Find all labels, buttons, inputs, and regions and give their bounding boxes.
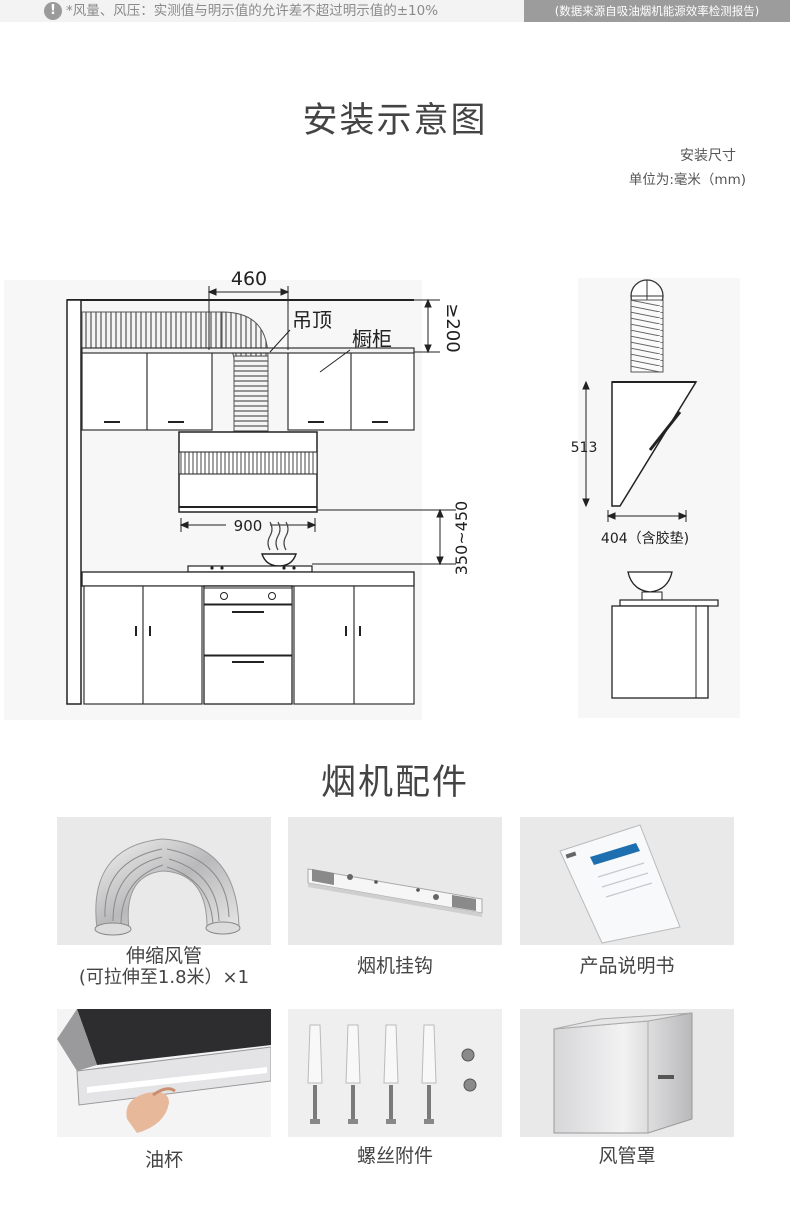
steam-lines bbox=[267, 521, 289, 551]
dim-900 bbox=[179, 518, 317, 532]
dim-200 bbox=[414, 298, 440, 354]
dim-513 bbox=[582, 380, 590, 508]
range-hood bbox=[178, 431, 318, 513]
install-title: 安装示意图 bbox=[302, 101, 488, 141]
accessory-card-duct bbox=[57, 817, 271, 945]
manual-image bbox=[559, 824, 681, 944]
flexible-duct-image bbox=[94, 838, 241, 936]
dim-404-label: 404（含胶垫) bbox=[601, 530, 689, 547]
lower-cabinets bbox=[83, 585, 415, 705]
left-wall bbox=[66, 299, 82, 705]
dim-200-label: ≥200 bbox=[442, 303, 463, 352]
duct-cover-image bbox=[553, 1012, 693, 1134]
ceiling-label: 吊顶 bbox=[292, 308, 332, 332]
vertical-duct bbox=[233, 355, 269, 433]
accessory-card-hanger bbox=[288, 817, 502, 945]
notice-bar: ! *风量、风压：实测值与明示值的允许差不超过明示值的±10% (数据来源自吸油… bbox=[0, 0, 790, 22]
dim-350-450 bbox=[312, 508, 456, 566]
size-unit: 单位为:毫米（mm) bbox=[628, 172, 746, 188]
dim-404 bbox=[606, 510, 688, 522]
upper-cabinets bbox=[81, 347, 415, 431]
countertop bbox=[81, 571, 415, 587]
side-view-hood bbox=[611, 279, 698, 507]
oven bbox=[203, 585, 293, 705]
dim-460 bbox=[207, 286, 290, 350]
dim-900-label: 900 bbox=[234, 517, 263, 535]
stove-knobs bbox=[210, 566, 296, 570]
hanger-bracket-image bbox=[307, 868, 483, 917]
accessory-card-manual bbox=[520, 817, 734, 945]
size-title: 安装尺寸 bbox=[680, 148, 736, 164]
ceiling-leader bbox=[269, 329, 291, 353]
side-view-cabinet bbox=[611, 571, 719, 699]
accessory-name-duct: 伸缩风管 bbox=[125, 945, 202, 967]
accessory-card-oil-cup bbox=[57, 1009, 271, 1137]
dim-513-label: 513 bbox=[571, 440, 598, 456]
notice-source: (数据来源自吸油烟机能源效率检测报告) bbox=[524, 0, 790, 22]
dim-350-450-label: 350~450 bbox=[452, 501, 471, 575]
oil-cup-image bbox=[57, 1009, 271, 1133]
accessory-name-hanger: 烟机挂钩 bbox=[356, 955, 433, 977]
dim-460-label: 460 bbox=[231, 268, 267, 290]
accessory-name-duct-cover: 风管罩 bbox=[598, 1145, 656, 1167]
install-diagram-svg: 460 吊顶 橱柜 ≥200 900 bbox=[4, 268, 740, 720]
notice-text: *风量、风压：实测值与明示值的允许差不超过明示值的±10% bbox=[66, 3, 439, 19]
install-diagram: 460 吊顶 橱柜 ≥200 900 bbox=[0, 262, 790, 732]
accessory-name-oil-cup: 油杯 bbox=[144, 1149, 183, 1171]
accessory-note-duct: (可拉伸至1.8米）×1 bbox=[78, 967, 250, 988]
accessory-card-screws bbox=[288, 1009, 502, 1137]
exclamation-icon: ! bbox=[44, 2, 62, 20]
accessory-name-screws: 螺丝附件 bbox=[356, 1145, 433, 1167]
anchor-plugs bbox=[307, 1024, 437, 1124]
screws-image bbox=[307, 1024, 477, 1124]
cabinet-leader bbox=[319, 349, 351, 373]
lower-cabinet-handles bbox=[135, 626, 361, 636]
accessories-title: 烟机配件 bbox=[320, 763, 469, 803]
horizontal-duct bbox=[81, 311, 223, 349]
cabinet-label: 橱柜 bbox=[352, 327, 392, 351]
accessory-card-duct-cover bbox=[520, 1009, 734, 1137]
accessory-name-manual: 产品说明书 bbox=[579, 955, 675, 977]
